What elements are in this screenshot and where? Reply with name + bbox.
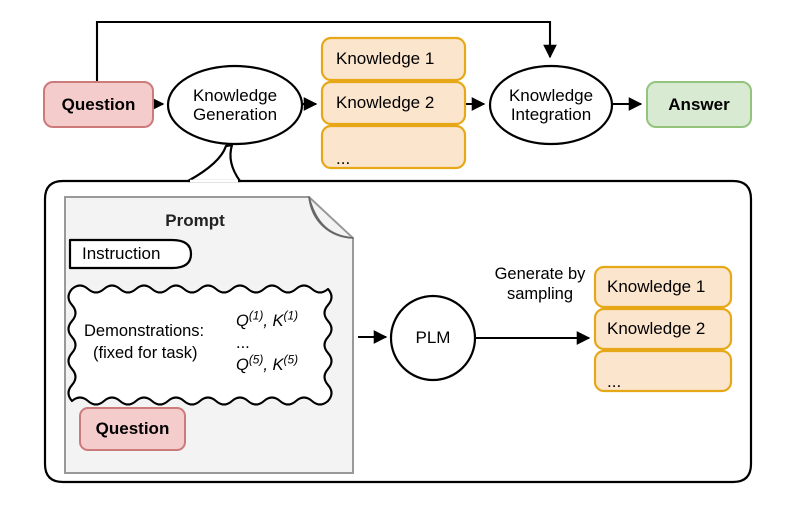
answer-box	[646, 81, 752, 128]
knowledge-integration-ellipse	[488, 64, 614, 146]
knowledge-card-bottom-1	[593, 265, 733, 309]
knowledge-card-top-3	[320, 124, 467, 170]
plm-circle	[389, 294, 477, 382]
knowledge-card-bottom-2	[593, 307, 733, 351]
knowledge-card-top-2	[320, 80, 467, 126]
question-box-bottom	[79, 407, 186, 451]
knowledge-card-top-1	[320, 36, 467, 82]
feedback-edge-question-to-integration	[95, 20, 557, 82]
knowledge-card-bottom-3	[593, 349, 733, 393]
knowledge-generation-ellipse	[166, 64, 304, 146]
prompt-card-folded-corner	[308, 196, 354, 239]
question-box-top	[43, 81, 154, 128]
callout-tail	[186, 143, 242, 183]
instruction-tag	[68, 238, 193, 270]
demonstrations-wavy-box	[67, 284, 333, 406]
